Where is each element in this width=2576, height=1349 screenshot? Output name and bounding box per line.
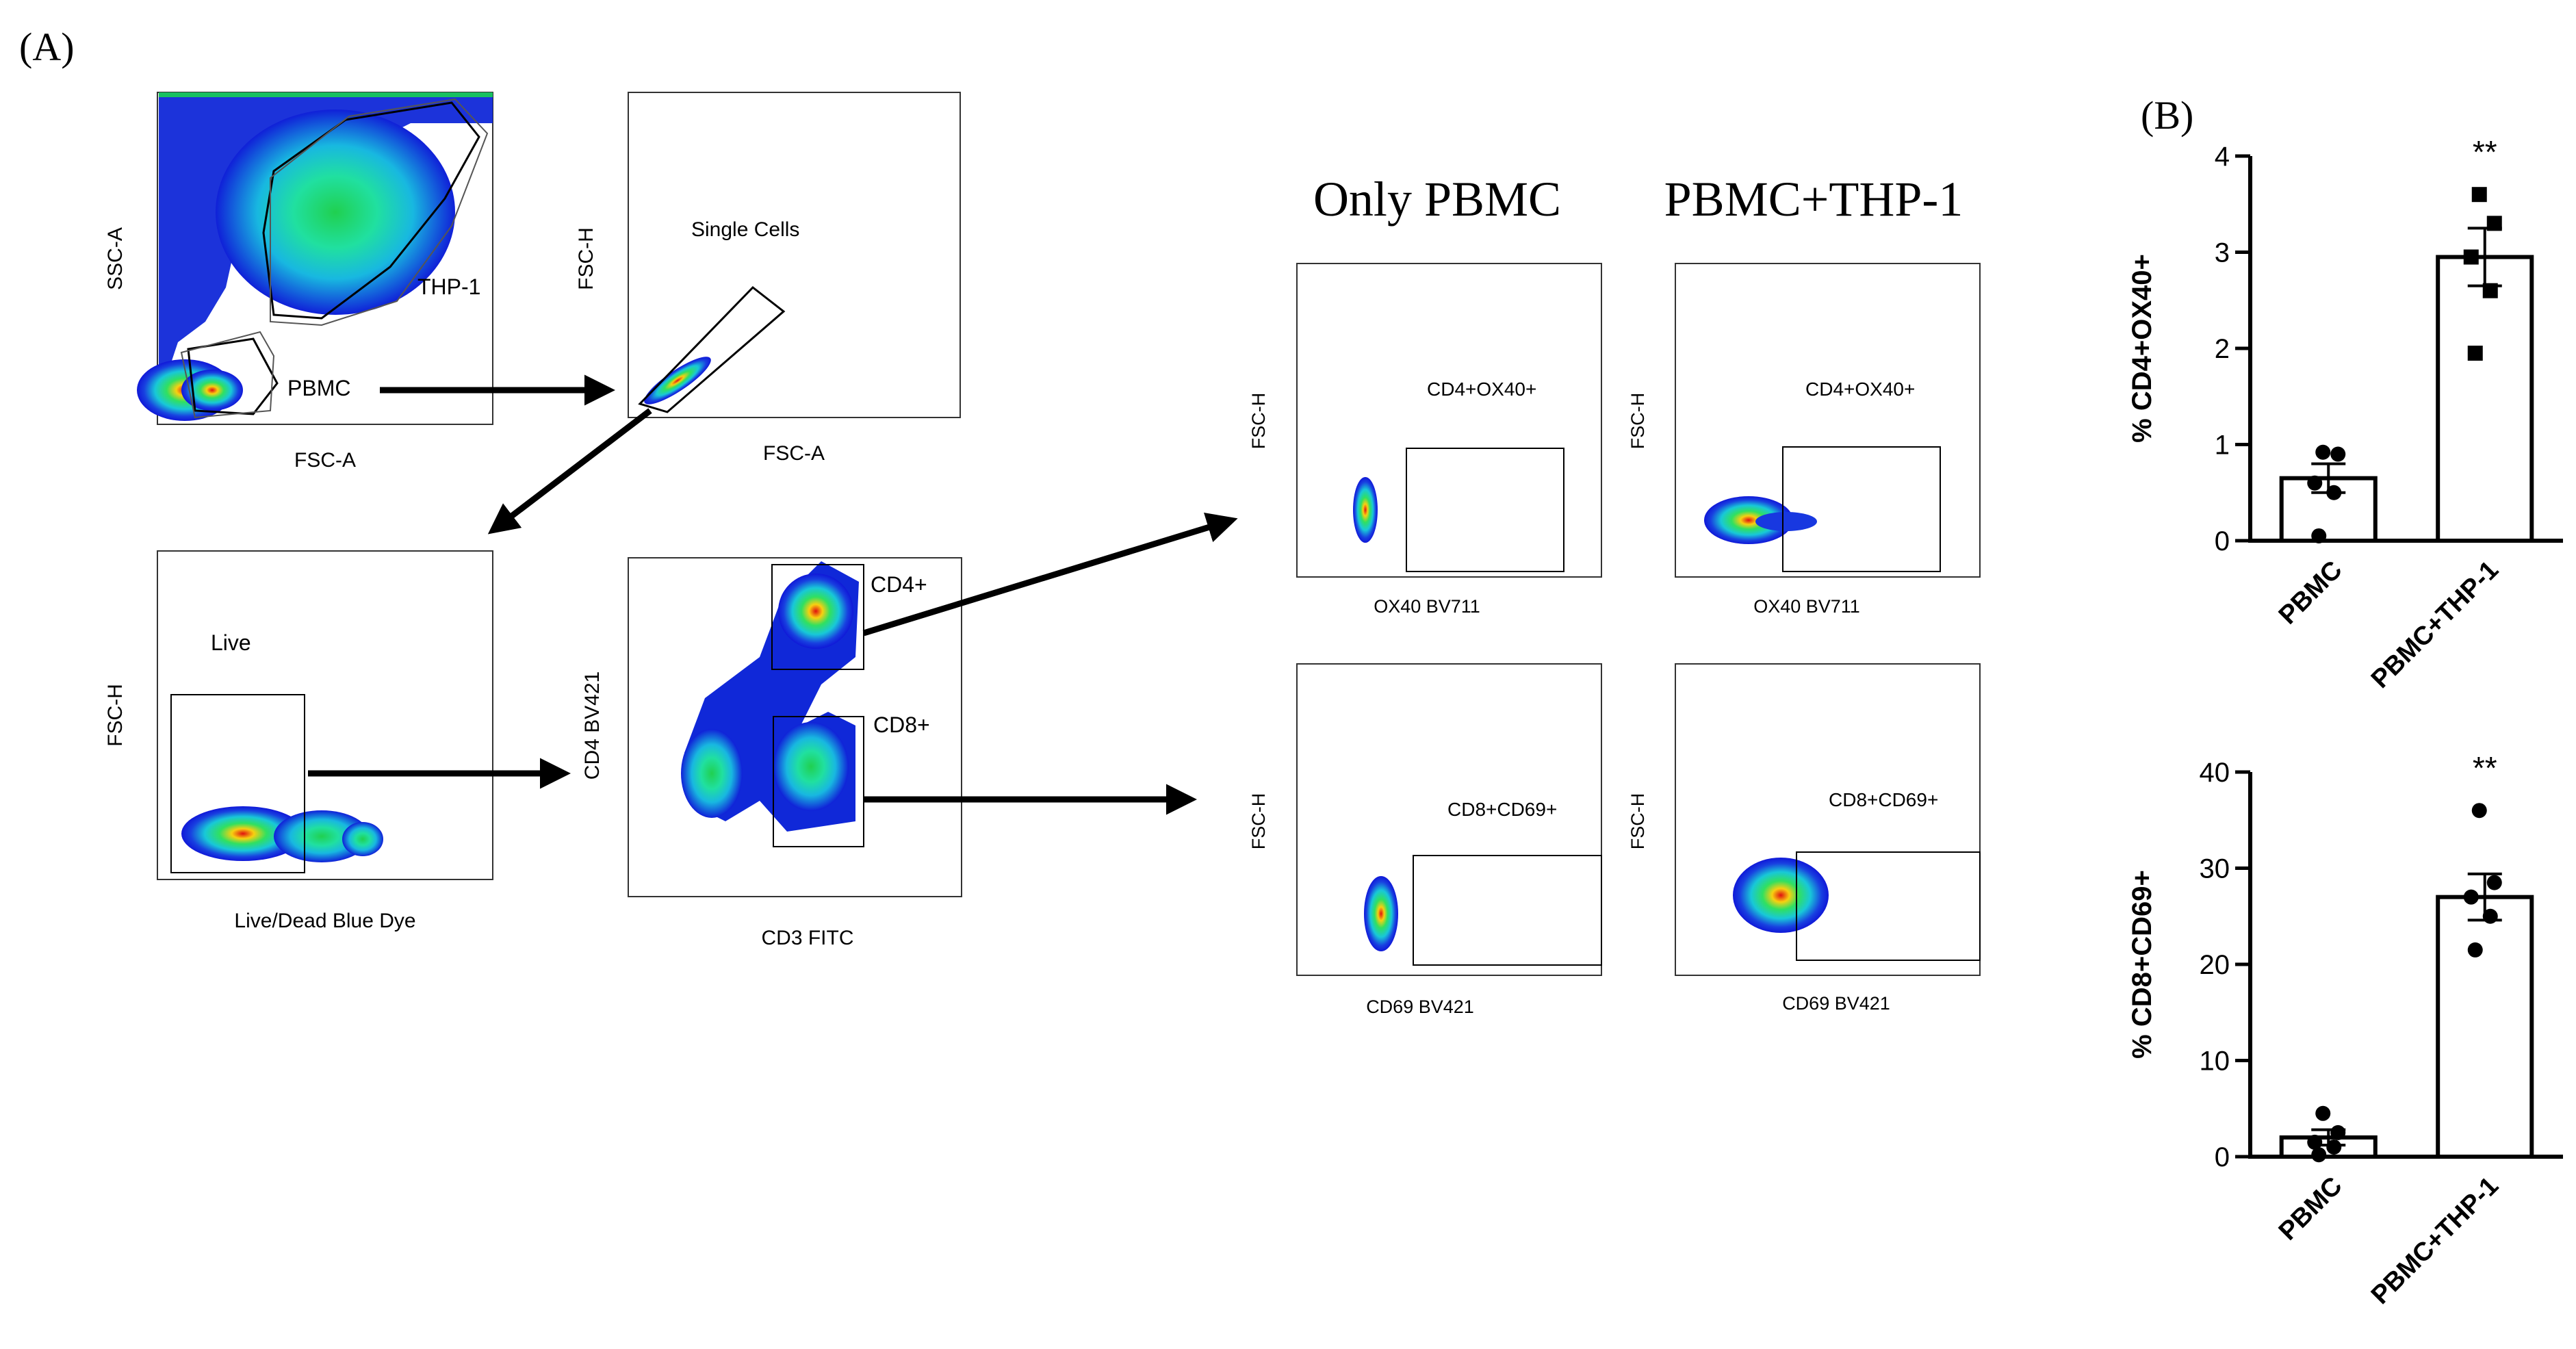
y-axis-label: FSC-H: [1248, 393, 1269, 450]
data-point: [2315, 444, 2331, 460]
data-point: [2311, 528, 2327, 543]
data-point: [2467, 346, 2483, 361]
data-point: [2311, 1147, 2327, 1163]
data-point: [2467, 942, 2483, 958]
x-axis-label: CD3 FITC: [762, 927, 854, 949]
gate-label: CD8+CD69+: [1829, 789, 1938, 810]
x-tick-label: PBMC: [2274, 1172, 2348, 1246]
gating-plot-live: Live FSC-H Live/Dead Blue Dye: [104, 550, 493, 932]
y-tick-label: 1: [2215, 431, 2230, 461]
data-point: [2486, 875, 2502, 890]
x-axis-label: CD69 BV421: [1366, 997, 1474, 1017]
x-tick-label: PBMC+THP-1: [2366, 1172, 2504, 1310]
y-axis-label: FSC-H: [104, 684, 127, 747]
data-point: [2471, 187, 2487, 203]
data-point: [2482, 283, 2498, 298]
gating-plot-cd4-cd8: CD4+ CD8+ CD4 BV421 CD3 FITC: [581, 557, 962, 949]
activation-plot-cd69-pbmc-thp1: CD8+CD69+ FSC-H CD69 BV421: [1627, 663, 1981, 1014]
y-tick-label: 20: [2200, 950, 2230, 980]
activation-plot-ox40-pbmc-thp1: CD4+OX40+ FSC-H OX40 BV711: [1627, 263, 1981, 617]
y-tick-label: 0: [2215, 1142, 2230, 1172]
y-axis-label: % CD4+OX40+: [2127, 254, 2157, 443]
y-tick-label: 30: [2200, 854, 2230, 884]
y-tick-label: 3: [2215, 238, 2230, 268]
y-axis-label: FSC-H: [1627, 393, 1648, 450]
condition-header-only-pbmc: Only PBMC: [1313, 172, 1561, 227]
gate-label-pbmc: PBMC: [287, 376, 350, 400]
gate-label-thp1: THP-1: [417, 274, 480, 299]
y-tick-label: 4: [2215, 142, 2230, 172]
data-point: [2330, 1125, 2346, 1140]
y-tick-label: 10: [2200, 1046, 2230, 1077]
data-point: [2463, 249, 2479, 265]
data-point: [2307, 475, 2323, 491]
y-axis-label: SSC-A: [104, 227, 127, 290]
x-axis-label: OX40 BV711: [1753, 596, 1860, 617]
x-tick-label: PBMC: [2274, 556, 2348, 630]
x-axis-label: CD69 BV421: [1782, 993, 1890, 1014]
significance-marker: **: [2473, 134, 2497, 170]
data-point: [2326, 485, 2342, 500]
y-axis-label: FSC-H: [1627, 793, 1648, 850]
x-tick-label: PBMC+THP-1: [2366, 556, 2504, 694]
activation-plot-cd69-only-pbmc: CD8+CD69+ FSC-H CD69 BV421: [1248, 663, 1602, 1017]
bar-chart-cd8-cd69: 0 10 20 30 40 % CD8+CD69+ PBMC ** PBMC+THP-1: [2127, 750, 2563, 1310]
bar: [2436, 895, 2534, 1159]
gating-plot-singlets: Single Cells FSC-H FSC-A: [575, 92, 961, 465]
data-point: [2315, 1105, 2331, 1121]
gate-label-cd8: CD8+: [873, 712, 930, 737]
y-axis-label: FSC-H: [1248, 793, 1269, 850]
condition-header-pbmc-thp1: PBMC+THP-1: [1664, 172, 1963, 227]
gate-label-single-cells: Single Cells: [691, 218, 799, 241]
data-point: [2326, 1139, 2342, 1155]
gate-label: CD4+OX40+: [1805, 378, 1915, 400]
gate-label: CD8+CD69+: [1447, 799, 1557, 820]
data-point: [2307, 1134, 2323, 1150]
bar: [2436, 255, 2534, 543]
data-point: [2482, 908, 2498, 924]
gating-plot-scatter: THP-1 PBMC SSC-A FSC-A: [104, 92, 493, 472]
data-point: [2486, 216, 2502, 231]
x-axis-label: FSC-A: [763, 442, 825, 465]
y-tick-label: 40: [2200, 758, 2230, 788]
y-axis-label: FSC-H: [575, 227, 597, 290]
y-tick-label: 2: [2215, 334, 2230, 364]
panel-label-a: (A): [19, 25, 75, 69]
bar-chart-cd4-ox40: 0 1 2 3 4 % CD4+OX40+ PBMC ** PBMC+THP-1: [2127, 134, 2563, 694]
significance-marker: **: [2473, 750, 2497, 786]
gate-label: CD4+OX40+: [1427, 378, 1536, 400]
gating-arrows: [308, 374, 1238, 815]
y-axis-label: CD4 BV421: [581, 671, 604, 780]
activation-plot-ox40-only-pbmc: CD4+OX40+ FSC-H OX40 BV711: [1248, 263, 1602, 617]
x-axis-label: OX40 BV711: [1374, 596, 1480, 617]
data-point: [2471, 803, 2487, 819]
data-point: [2463, 889, 2479, 905]
y-tick-label: 0: [2215, 526, 2230, 556]
x-axis-label: Live/Dead Blue Dye: [234, 910, 415, 932]
data-point: [2330, 446, 2346, 462]
x-axis-label: FSC-A: [294, 449, 356, 472]
y-axis-label: % CD8+CD69+: [2127, 870, 2157, 1059]
gate-label-live: Live: [211, 630, 251, 655]
panel-label-b: (B): [2141, 93, 2193, 138]
gate-label-cd4: CD4+: [871, 572, 927, 597]
